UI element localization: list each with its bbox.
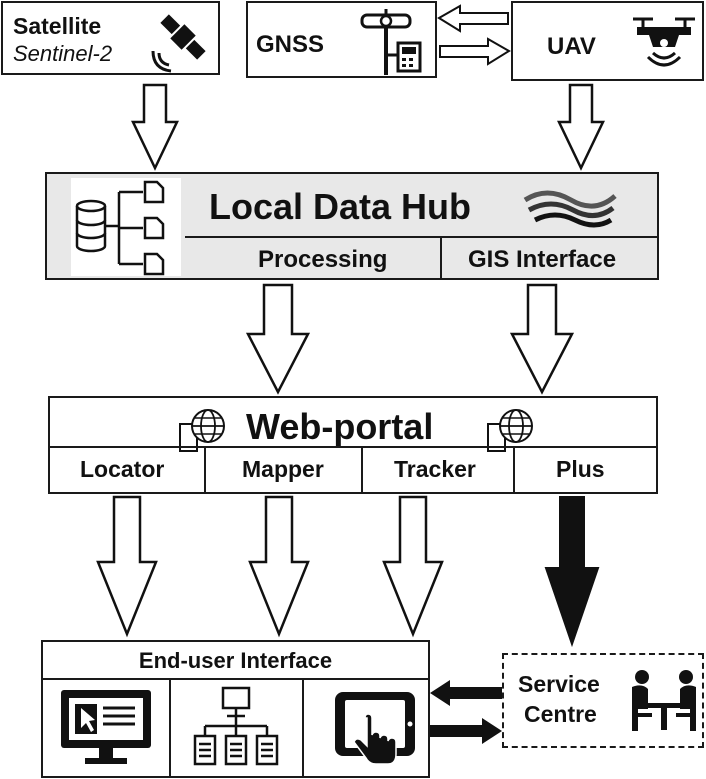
waves-logo-icon — [523, 190, 617, 228]
enduser-divider — [43, 678, 428, 680]
satellite-title: Satellite — [13, 13, 102, 39]
hub-title: Local Data Hub — [209, 186, 472, 227]
uav-to-hub-arrow — [557, 83, 605, 171]
network-tree-icon — [193, 686, 279, 766]
drone-icon — [633, 17, 695, 67]
portal-col-divider — [361, 446, 363, 492]
satellite-to-hub-arrow — [131, 83, 179, 171]
gis-to-portal-arrow — [509, 283, 575, 395]
web-portal: Web-portal Locator Mapper Tracker Plus — [48, 396, 658, 494]
end-user-interface: End-user Interface — [41, 640, 430, 778]
module-tracker: Tracker — [394, 456, 476, 482]
uav-box: UAV — [511, 1, 704, 81]
service-line2: Centre — [524, 701, 597, 727]
gnss-box: GNSS — [246, 1, 437, 78]
tracker-to-enduser-arrow — [382, 495, 444, 638]
satellite-icon — [151, 14, 206, 73]
portal-divider — [50, 446, 656, 448]
module-mapper: Mapper — [242, 456, 324, 482]
locator-to-enduser-arrow — [96, 495, 158, 638]
globe-document-icon — [487, 409, 533, 452]
service-to-enduser-arrow — [430, 680, 502, 706]
satellite-subtitle: Sentinel-2 — [13, 41, 113, 66]
uav-to-gnss-arrow — [437, 4, 509, 33]
local-data-hub: Local Data Hub Processing GIS Interface — [45, 172, 659, 280]
module-plus: Plus — [556, 456, 605, 482]
hub-divider — [185, 236, 657, 238]
mapper-to-enduser-arrow — [248, 495, 310, 638]
uav-label: UAV — [547, 33, 596, 60]
hub-gis-interface: GIS Interface — [468, 246, 617, 273]
portal-col-divider — [513, 446, 515, 492]
meeting-people-icon — [632, 670, 696, 731]
monitor-pointer-icon — [61, 690, 151, 764]
module-locator: Locator — [80, 456, 165, 482]
plus-to-service-arrow — [544, 496, 600, 648]
enduser-to-service-arrow — [430, 718, 502, 744]
database-icon — [75, 180, 165, 276]
satellite-box: Satellite Sentinel-2 — [1, 1, 220, 75]
portal-col-divider — [204, 446, 206, 492]
gnss-label: GNSS — [256, 31, 325, 58]
gnss-receiver-icon — [360, 9, 422, 75]
enduser-col-divider — [302, 678, 304, 776]
tablet-touch-icon — [335, 692, 415, 765]
service-centre: Service Centre — [502, 653, 704, 748]
gnss-to-uav-arrow — [439, 37, 511, 66]
service-line1: Service — [518, 671, 600, 697]
portal-title: Web-portal — [246, 406, 434, 447]
hub-processing: Processing — [258, 246, 388, 273]
enduser-col-divider — [169, 678, 171, 776]
enduser-title: End-user Interface — [138, 648, 333, 673]
hub-vertical-divider — [440, 236, 442, 278]
globe-document-icon — [179, 409, 225, 452]
processing-to-portal-arrow — [245, 283, 311, 395]
